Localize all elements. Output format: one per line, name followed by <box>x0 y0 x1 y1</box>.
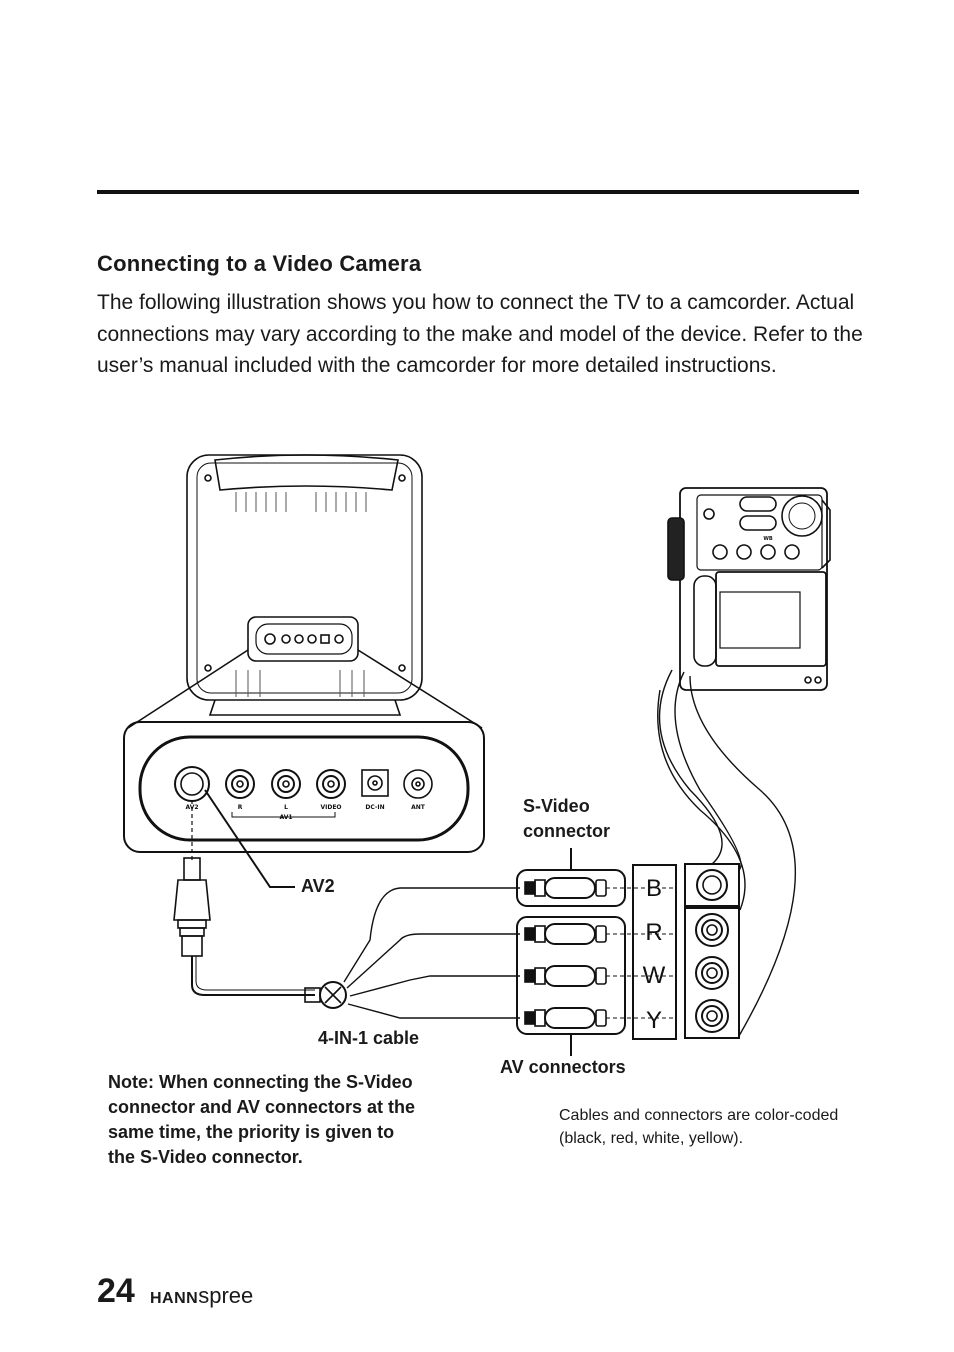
camera-button-wb: WB <box>763 536 773 542</box>
av2-plug <box>173 800 315 996</box>
port-label-av2: AV2 <box>185 804 198 811</box>
color-code-w: W <box>643 962 666 989</box>
brand-bold: HANN <box>150 1290 199 1307</box>
camcorder-illustration <box>657 487 831 1037</box>
note-text: Note: When connecting the S-Video connec… <box>108 1072 416 1167</box>
connection-diagram: AV2 R L VIDEO DC-IN ANT AV1 WB B R W Y <box>123 454 831 1056</box>
label-av-connectors: AV connectors <box>500 1057 626 1077</box>
port-label-ant: ANT <box>411 804 426 811</box>
port-label-r: R <box>238 804 243 811</box>
brand-light: spree <box>198 1283 254 1308</box>
color-code-box <box>632 864 677 1040</box>
label-av2: AV2 <box>301 876 335 896</box>
tv-connector-panel <box>123 721 485 853</box>
header-rule <box>97 190 859 194</box>
color-code-caption: Cables and connectors are color-coded (b… <box>559 1107 839 1147</box>
port-label-l: L <box>284 804 288 811</box>
color-code-y: Y <box>646 1007 662 1034</box>
label-four-in-one-cable: 4-IN-1 cable <box>318 1028 420 1048</box>
tv-back-illustration <box>127 454 483 729</box>
four-in-one-cable <box>304 887 520 1019</box>
color-code-r: R <box>645 919 662 946</box>
page-number: 24 <box>97 1272 135 1310</box>
connector-plugs <box>516 848 676 1056</box>
port-label-dc-in: DC-IN <box>365 804 384 811</box>
section-heading: Connecting to a Video Camera <box>97 251 422 276</box>
intro-paragraph: The following illustration shows you how… <box>97 291 863 377</box>
port-group-av1: AV1 <box>279 814 292 821</box>
camera-jack-panel <box>684 863 740 1039</box>
color-code-b: B <box>646 875 662 902</box>
port-label-video: VIDEO <box>320 804 341 811</box>
label-svideo-connector: S-Video connector <box>523 796 611 841</box>
brand-logo: HANNspree <box>150 1283 253 1309</box>
